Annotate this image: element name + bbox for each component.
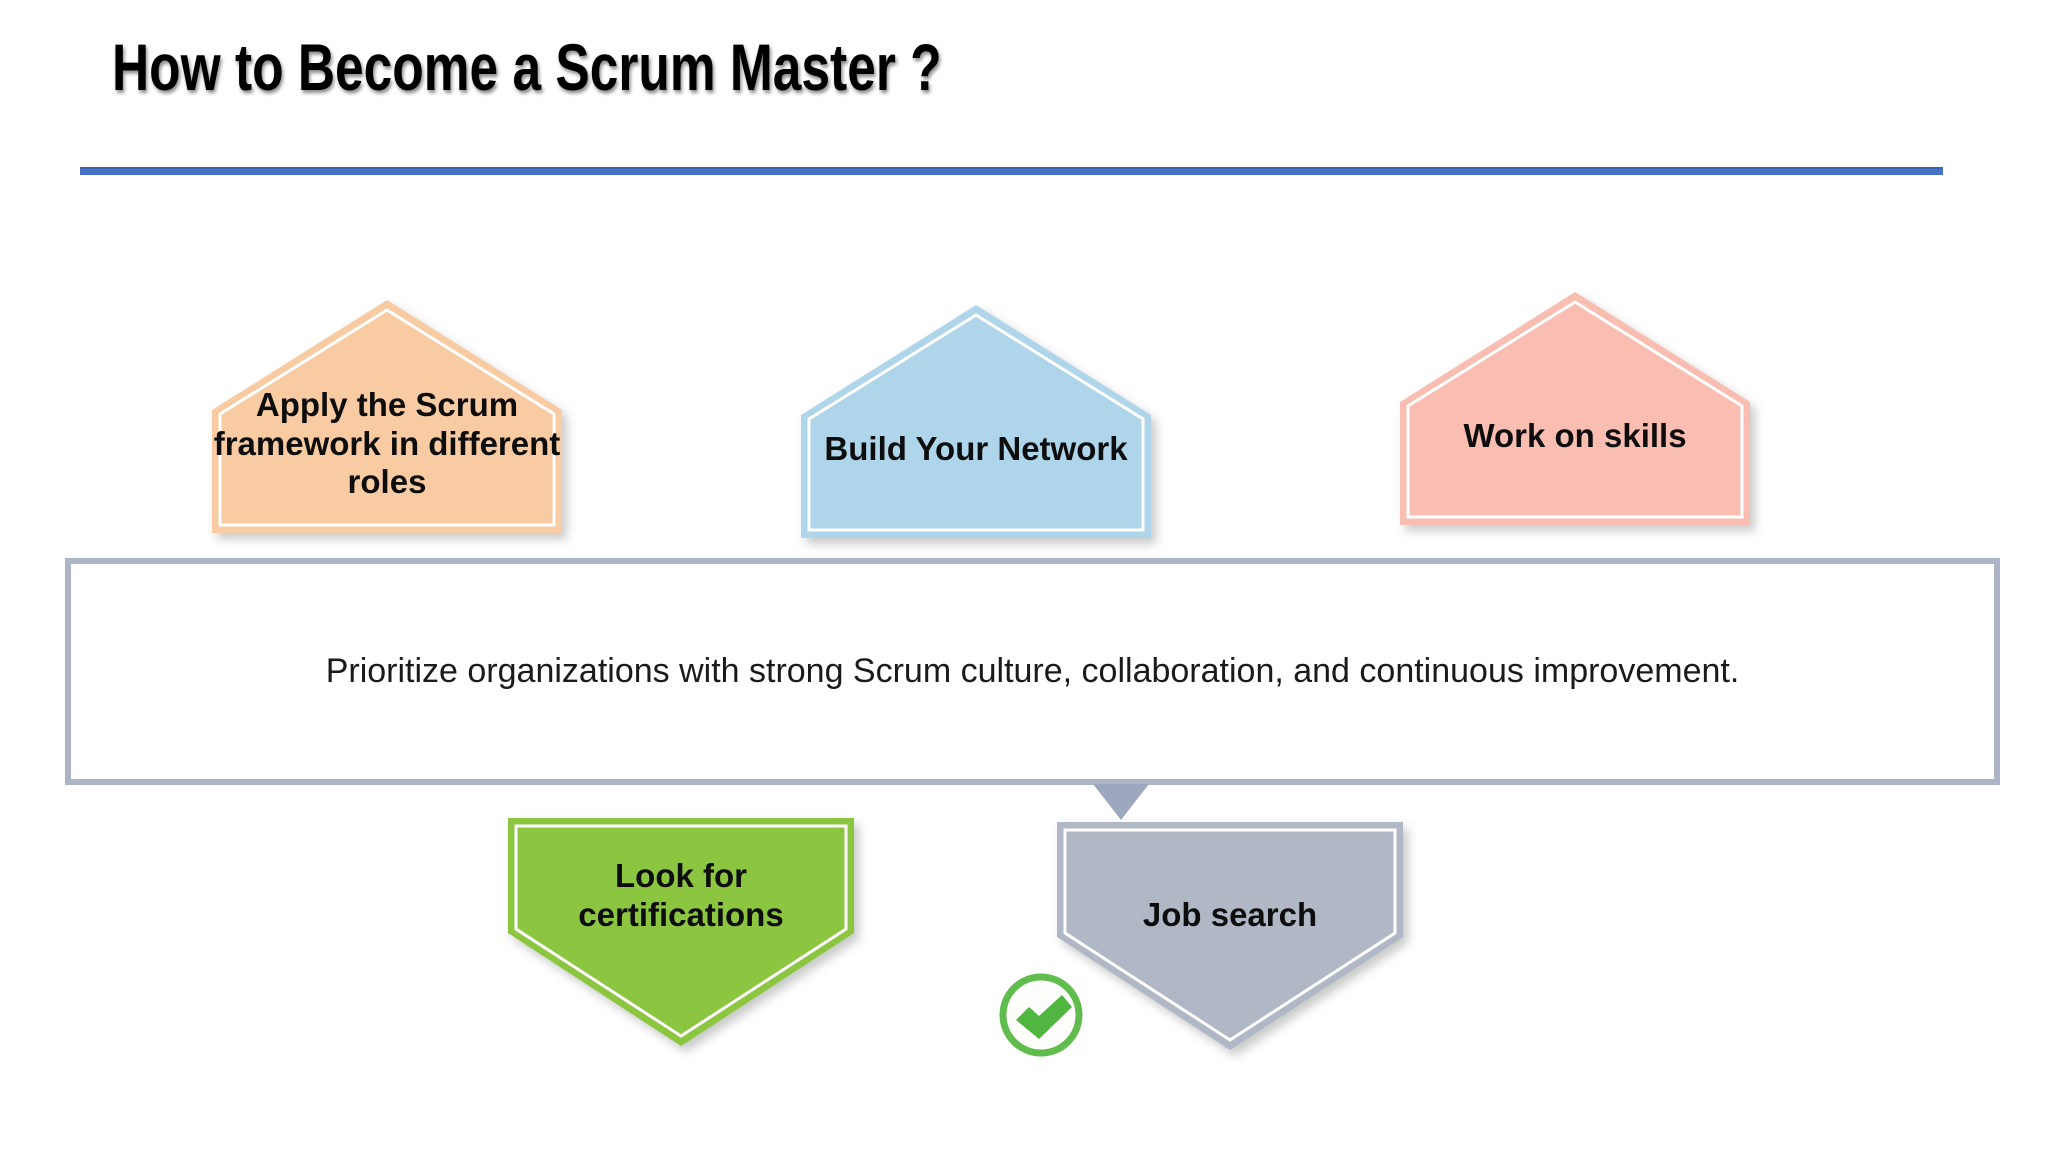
pentagon-inner-border — [1063, 828, 1397, 1042]
step-shape-look-for-certifications[interactable]: Look for certifications — [508, 818, 854, 1046]
pentagon-up-shape — [212, 300, 562, 533]
callout-text: Prioritize organizations with strong Scr… — [325, 652, 1740, 691]
step-shape-job-search[interactable]: Job search — [1057, 822, 1403, 1050]
pentagon-fill — [801, 305, 1151, 538]
pentagon-up-shape — [1400, 292, 1750, 525]
callout-box[interactable]: Prioritize organizations with strong Scr… — [65, 558, 2000, 785]
pointer-fill — [1093, 784, 1149, 820]
pentagon-down-shape — [1057, 822, 1403, 1050]
check-circle-icon — [995, 969, 1087, 1061]
pentagon-inner-border — [514, 824, 848, 1038]
pentagon-fill — [1400, 292, 1750, 525]
title-underline — [80, 167, 1943, 175]
pentagon-inner-border — [807, 313, 1145, 532]
step-shape-work-on-skills[interactable]: Work on skills — [1400, 292, 1750, 525]
pentagon-inner-border — [218, 308, 556, 527]
pentagon-inner-border — [1406, 300, 1744, 519]
check-mark — [1016, 995, 1072, 1039]
pentagon-fill — [1057, 822, 1403, 1050]
pentagon-down-shape — [508, 818, 854, 1046]
pentagon-fill — [212, 300, 562, 533]
page-title: How to Become a Scrum Master ? — [112, 30, 942, 104]
callout-pointer-triangle — [1093, 784, 1149, 820]
step-shape-apply-scrum[interactable]: Apply the Scrum framework in different r… — [212, 300, 562, 533]
pentagon-up-shape — [801, 305, 1151, 538]
step-shape-build-network[interactable]: Build Your Network — [801, 305, 1151, 538]
pentagon-fill — [508, 818, 854, 1046]
